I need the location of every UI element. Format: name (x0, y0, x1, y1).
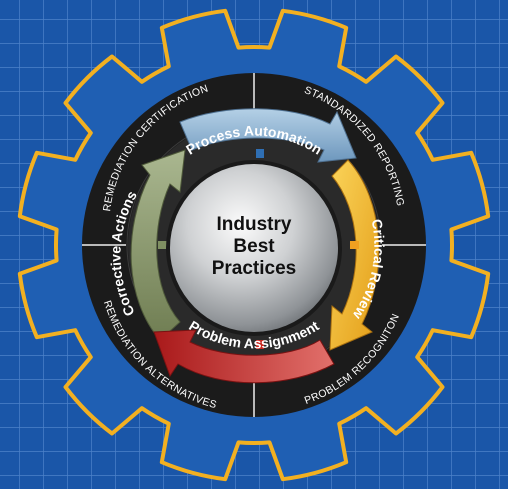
cycle-joint-left (158, 241, 167, 249)
center-title-line-1: Industry (217, 214, 292, 235)
arrow-problem-assignment (153, 329, 335, 384)
cycle-joint-bottom (256, 340, 264, 349)
cycle-joint-right (350, 241, 359, 249)
arrow-critical-review (329, 159, 380, 351)
center-hub (170, 164, 338, 332)
cycle-joint-top (256, 149, 264, 158)
arrow-process-automation (179, 108, 357, 163)
center-title-line-2: Best (233, 236, 275, 257)
center-title-line-3: Practices (212, 258, 297, 279)
arrow-corrective-actions (130, 149, 186, 341)
